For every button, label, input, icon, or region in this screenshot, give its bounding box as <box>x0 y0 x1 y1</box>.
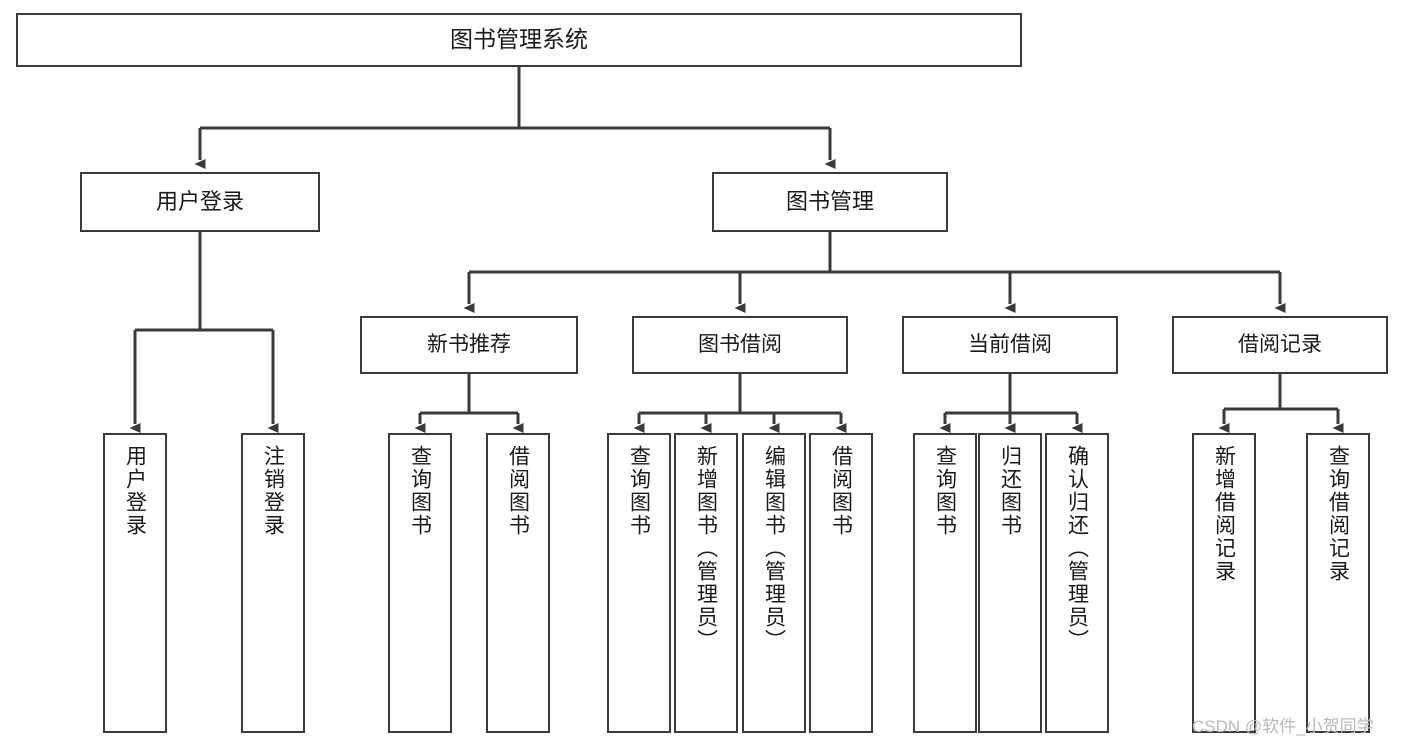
leaf-borrow-edit-book-admin[interactable]: 编辑图书（管理员） <box>742 433 806 733</box>
node-book-borrow[interactable]: 图书借阅 <box>632 316 848 374</box>
csdn-watermark: CSDN @软件_小贺同学 <box>1192 717 1374 736</box>
node-label: 图书管理 <box>785 189 874 215</box>
node-label: 借阅记录 <box>1238 332 1322 356</box>
node-label: 新书推荐 <box>427 332 511 356</box>
node-label: 确认归还（管理员） <box>1065 445 1089 652</box>
leaf-recommend-borrow-book[interactable]: 借阅图书 <box>486 433 550 733</box>
node-label: 查询图书 <box>933 445 957 537</box>
node-label: 新增图书（管理员） <box>694 445 718 652</box>
leaf-current-query-book[interactable]: 查询图书 <box>913 433 977 733</box>
node-label: 查询借阅记录 <box>1326 445 1350 583</box>
node-current-borrow[interactable]: 当前借阅 <box>902 316 1118 374</box>
node-user-login[interactable]: 用户登录 <box>80 172 320 232</box>
leaf-recommend-query-book[interactable]: 查询图书 <box>388 433 452 733</box>
leaf-current-confirm-return-admin[interactable]: 确认归还（管理员） <box>1045 433 1109 733</box>
node-label: 借阅图书 <box>829 445 853 537</box>
node-root-system[interactable]: 图书管理系统 <box>16 13 1022 67</box>
node-label: 新增借阅记录 <box>1212 445 1236 583</box>
node-label: 查询图书 <box>627 445 651 537</box>
node-label: 图书借阅 <box>698 332 782 356</box>
node-label: 归还图书 <box>998 445 1022 537</box>
node-borrow-record[interactable]: 借阅记录 <box>1172 316 1388 374</box>
node-label: 图书管理系统 <box>450 26 588 53</box>
node-label: 编辑图书（管理员） <box>762 445 786 652</box>
node-label: 用户登录 <box>123 445 147 537</box>
leaf-borrow-query-book[interactable]: 查询图书 <box>607 433 671 733</box>
leaf-current-return-book[interactable]: 归还图书 <box>978 433 1042 733</box>
leaf-record-query-record[interactable]: 查询借阅记录 <box>1306 433 1370 733</box>
node-label: 注销登录 <box>261 445 285 537</box>
leaf-borrow-borrow-book[interactable]: 借阅图书 <box>809 433 873 733</box>
leaf-borrow-add-book-admin[interactable]: 新增图书（管理员） <box>674 433 738 733</box>
node-label: 用户登录 <box>155 189 244 215</box>
leaf-user-login-login[interactable]: 用户登录 <box>103 433 167 733</box>
node-book-management[interactable]: 图书管理 <box>712 172 948 232</box>
leaf-record-add-record[interactable]: 新增借阅记录 <box>1192 433 1256 733</box>
node-label: 借阅图书 <box>506 445 530 537</box>
node-label: 查询图书 <box>408 445 432 537</box>
node-new-book-recommend[interactable]: 新书推荐 <box>360 316 578 374</box>
leaf-user-login-logout[interactable]: 注销登录 <box>241 433 305 733</box>
node-label: 当前借阅 <box>968 332 1052 356</box>
